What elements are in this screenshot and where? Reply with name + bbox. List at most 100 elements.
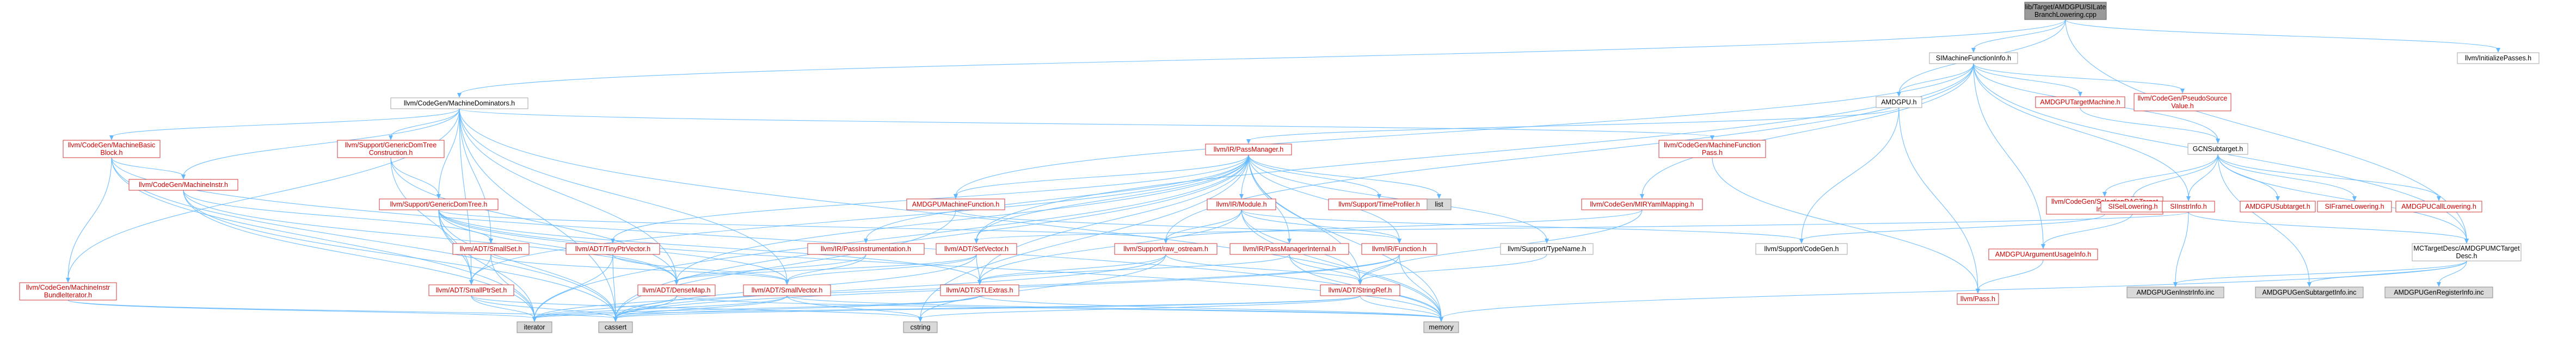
node-label: llvm/ADT/SmallVector.h [752,286,823,294]
node-label: AMDGPUTargetMachine.h [2040,98,2120,106]
node-box [1988,248,2098,260]
include-edge [534,295,677,319]
header-node-smallvector[interactable]: llvm/ADT/SmallVector.h [743,284,831,296]
node-box [2457,52,2540,64]
header-node-memory[interactable]: memory [1423,321,1459,333]
node-label: cassert [605,323,627,331]
node-box [1929,52,2018,64]
edge-arrowhead [532,317,537,322]
node-box [337,140,445,158]
edge-arrowhead [1437,194,1441,199]
header-node-root[interactable]: lib/Target/AMDGPU/SILateBranchLowering.c… [2024,2,2107,20]
include-edge [1973,63,2044,246]
edge-arrowhead [1971,48,1976,53]
header-node-stringref[interactable]: llvm/ADT/StringRef.h [1320,284,1400,296]
node-label: llvm/Support/raw_ostream.h [1123,245,1208,253]
include-edge [2175,211,2189,284]
header-node-siframe[interactable]: SIFrameLowering.h [2317,201,2392,213]
include-edge [183,190,535,319]
header-node-typename[interactable]: llvm/Support/TypeName.h [1500,243,1594,255]
header-node-argusage[interactable]: AMDGPUArgumentUsageInfo.h [1988,248,2098,260]
header-node-codegenh[interactable]: llvm/Support/CodeGen.h [1755,243,1848,255]
edge-arrowhead [457,93,462,98]
header-node-densemap[interactable]: llvm/ADT/DenseMap.h [637,284,716,296]
header-node-smallptrset[interactable]: llvm/ADT/SmallPtrSet.h [428,284,514,296]
node-box [2384,286,2493,298]
node-box [743,284,831,296]
header-node-cstring[interactable]: cstring [903,321,938,333]
node-box [637,284,716,296]
include-edge [183,190,677,282]
node-box [2395,201,2482,213]
header-node-amdgpumf[interactable]: AMDGPUMachineFunction.h [906,198,1005,210]
include-edge [459,108,491,241]
header-node-genreg[interactable]: AMDGPUGenRegisterInfo.inc [2384,286,2493,298]
header-node-amdgpucall[interactable]: AMDGPUCallLowering.h [2395,201,2482,213]
include-edge [459,108,616,319]
include-edge [438,209,1166,241]
include-edge [1165,254,1361,282]
include-edge [67,300,616,319]
header-node-irmodule[interactable]: llvm/IR/Module.h [1207,198,1276,210]
include-edge [955,209,1400,241]
header-node-gdtree[interactable]: llvm/Support/GenericDomTree.h [379,198,499,210]
header-node-timeprof[interactable]: llvm/Support/TimeProfiler.h [1328,198,1430,210]
header-node-simfi[interactable]: SIMachineFunctionInfo.h [1929,52,2018,64]
header-node-amdgpuh[interactable]: AMDGPU.h [1876,96,1922,108]
dependency-edges [66,19,2500,322]
include-edge [183,108,460,177]
node-label: SIMachineFunctionInfo.h [1936,54,2011,62]
header-node-gcnsub[interactable]: GCNSubtarget.h [2187,143,2248,155]
node-box [807,243,925,255]
header-node-mi[interactable]: llvm/CodeGen/MachineInstr.h [128,179,238,191]
node-label: SISelLowering.h [2108,203,2157,210]
header-node-gdt[interactable]: llvm/Support/GenericDomTreeConstruction.… [337,140,445,158]
header-node-pmint[interactable]: llvm/IR/PassManagerInternal.h [1229,243,1349,255]
header-node-dominators[interactable]: llvm/CodeGen/MachineDominators.h [390,97,528,109]
include-edge [111,108,460,138]
header-node-mirymlmap[interactable]: llvm/CodeGen/MIRYamlMapping.h [1581,198,1703,210]
edge-arrowhead [1239,194,1244,199]
node-box [2134,93,2231,111]
include-edge [1248,154,1400,241]
header-node-passinstr[interactable]: llvm/IR/PassInstrumentation.h [807,243,925,255]
header-node-gensub[interactable]: AMDGPUGenSubtargetInfo.inc [2255,286,2364,298]
include-edge [786,254,977,282]
node-label: cstring [911,323,931,331]
include-edge [920,254,1166,319]
header-node-pass[interactable]: llvm/Pass.h [1957,293,1999,305]
header-node-cassert[interactable]: cassert [598,321,633,333]
include-edge [1248,154,1380,196]
include-edge [615,295,980,319]
header-node-gcninfo[interactable]: AMDGPUGenInstrInfo.inc [2126,286,2224,298]
header-node-rawostream[interactable]: llvm/Support/raw_ostream.h [1114,243,1218,255]
header-node-tinyptr[interactable]: llvm/ADT/TinyPtrVector.h [565,243,660,255]
header-node-sisellow[interactable]: SISelLowering.h [2100,201,2166,213]
header-node-passmgr[interactable]: llvm/IR/PassManager.h [1205,144,1292,155]
node-label: llvm/IR/Function.h [1372,245,1427,253]
include-edge [2188,154,2218,198]
header-nodes: lib/Target/AMDGPU/SILateBranchLowering.c… [19,2,2540,333]
header-node-smallset[interactable]: llvm/ADT/SmallSet.h [452,243,530,255]
include-edge [471,295,616,319]
include-edge [1973,63,2189,198]
header-node-setvector[interactable]: llvm/ADT/SetVector.h [936,243,1017,255]
header-node-irfunc[interactable]: llvm/IR/Function.h [1361,243,1437,255]
include-edge [1248,154,1547,241]
header-node-siinstr[interactable]: SIInstrInfo.h [2162,201,2215,213]
header-node-iterator[interactable]: iterator [517,321,552,333]
node-box [940,284,1019,296]
header-node-amdgpusub[interactable]: AMDGPUSubtarget.h [2240,201,2316,213]
include-edge [1241,209,1442,319]
header-node-mibundle[interactable]: llvm/CodeGen/MachineInstrBundleIterator.… [19,282,117,301]
header-node-stlextras[interactable]: llvm/ADT/STLExtras.h [940,284,1019,296]
header-node-initpasses[interactable]: llvm/InitializePasses.h [2457,52,2540,64]
include-edge [1360,254,1547,282]
include-edge [390,157,677,282]
header-node-list[interactable]: list [1427,198,1452,210]
header-node-amdgputm[interactable]: AMDGPUTargetMachine.h [2035,96,2125,108]
